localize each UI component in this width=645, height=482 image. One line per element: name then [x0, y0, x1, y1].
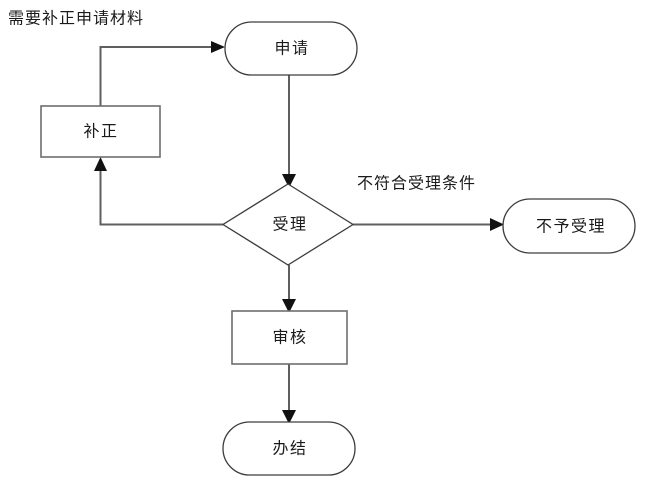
node-complete-label: 办结	[272, 439, 307, 458]
node-accept-label: 受理	[272, 215, 307, 234]
edge-line-supplement-to-apply	[99, 46, 216, 106]
arrowhead-icon-supplement-to-apply	[211, 41, 225, 53]
node-reject-shape[interactable]	[502, 198, 636, 254]
edge-line-accept-to-supplement	[99, 168, 223, 226]
edge-accept-to-reject	[353, 218, 504, 231]
node-review-shape[interactable]	[231, 310, 348, 365]
node-reject[interactable]: 不予受理	[502, 198, 636, 254]
node-supplement-shape[interactable]	[40, 105, 161, 158]
arrowhead-icon-accept-to-review	[282, 299, 296, 313]
edge-review-to-complete	[282, 364, 296, 424]
node-complete-shape[interactable]	[222, 421, 356, 476]
arrowhead-icon-accept-to-reject	[490, 218, 504, 231]
node-review-label: 审核	[272, 328, 307, 347]
node-reject-label: 不予受理	[536, 217, 606, 236]
edge-apply-to-accept	[282, 75, 296, 188]
edge-accept-to-supplement	[94, 157, 223, 226]
node-supplement-label: 补正	[83, 122, 118, 141]
node-accept[interactable]: 受理	[221, 183, 355, 266]
arrowhead-icon-apply-to-accept	[282, 174, 296, 188]
arrowhead-icon-review-to-complete	[282, 410, 296, 424]
node-supplement[interactable]: 补正	[40, 105, 161, 158]
edge-label-not-meet-conditions: 不符合受理条件	[357, 174, 476, 193]
node-apply-shape[interactable]	[224, 21, 358, 76]
node-accept-shape[interactable]	[221, 183, 355, 266]
node-apply-label: 申请	[274, 39, 309, 58]
arrowhead-icon-accept-to-supplement	[94, 157, 107, 171]
edge-accept-to-review	[282, 265, 296, 313]
edge-label-need-supplement: 需要补正申请材料	[8, 9, 144, 28]
node-review[interactable]: 审核	[231, 310, 348, 365]
connector-layer	[94, 41, 504, 424]
edge-supplement-to-apply	[99, 41, 225, 106]
node-apply[interactable]: 申请	[224, 21, 358, 76]
node-complete[interactable]: 办结	[222, 421, 356, 476]
